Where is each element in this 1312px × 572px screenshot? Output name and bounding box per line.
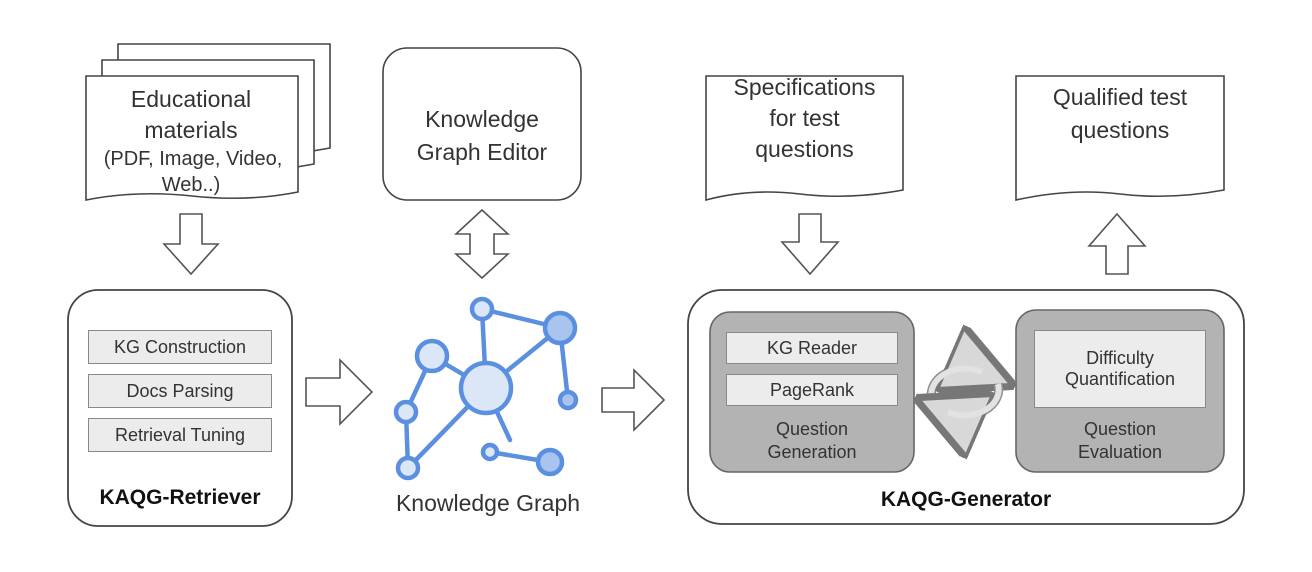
kg-editor-line2: Graph Editor xyxy=(416,139,548,165)
kg-construction-item: KG Construction xyxy=(88,330,272,364)
edu-materials-line3: (PDF, Image, Video, xyxy=(103,148,283,170)
difficulty-quantification-item: Difficulty Quantification xyxy=(1034,330,1206,408)
pagerank-item: PageRank xyxy=(726,374,898,406)
specifications-line1: Specifications xyxy=(733,74,876,100)
specifications-line2: for test xyxy=(769,105,840,131)
docs-parsing-item: Docs Parsing xyxy=(88,374,272,408)
knowledge-graph-nodes xyxy=(393,296,579,481)
down-arrow-retriever xyxy=(162,213,220,276)
kg-editor-box xyxy=(382,47,582,201)
kg-node xyxy=(458,360,514,416)
educational-materials-stack xyxy=(85,43,331,201)
down-arrow-generator xyxy=(780,213,840,276)
up-arrow-output xyxy=(1087,212,1147,275)
kg-node xyxy=(393,399,419,425)
kg-editor-line1: Knowledge xyxy=(425,106,539,132)
cycle-arrows-icon xyxy=(931,369,998,416)
question-generation-line1: Question xyxy=(775,419,849,439)
question-generation-line2: Generation xyxy=(767,442,857,462)
kg-node xyxy=(395,455,421,481)
right-arrow-kg-generator xyxy=(601,368,666,432)
edu-materials-line4: Web..) xyxy=(161,174,221,196)
question-evaluation-line2: Evaluation xyxy=(1077,442,1163,462)
knowledge-graph-label: Knowledge Graph xyxy=(395,490,581,516)
qualified-line2: questions xyxy=(1070,117,1170,143)
qualified-questions-doc xyxy=(1015,75,1225,201)
retrieval-tuning-item: Retrieval Tuning xyxy=(88,418,272,452)
double-arrow-editor xyxy=(453,208,511,280)
specifications-line3: questions xyxy=(755,136,854,162)
difficulty-line1: Difficulty xyxy=(1086,348,1154,368)
kg-node xyxy=(469,296,495,322)
retriever-title: KAQG-Retriever xyxy=(99,486,261,509)
edu-materials-line1: Educational xyxy=(130,86,252,112)
kg-node xyxy=(542,310,578,346)
edu-materials-line2: materials xyxy=(144,117,238,143)
kg-node xyxy=(480,442,500,462)
difficulty-line2: Quantification xyxy=(1064,369,1176,389)
specifications-doc xyxy=(705,75,904,202)
kg-node xyxy=(535,447,565,477)
qualified-line1: Qualified test xyxy=(1052,84,1188,110)
kg-node xyxy=(414,338,450,374)
question-evaluation-line1: Question xyxy=(1083,419,1157,439)
right-arrow-retriever-kg xyxy=(305,358,374,426)
generator-title: KAQG-Generator xyxy=(880,488,1052,511)
kg-reader-item: KG Reader xyxy=(726,332,898,364)
kg-node xyxy=(557,389,579,411)
